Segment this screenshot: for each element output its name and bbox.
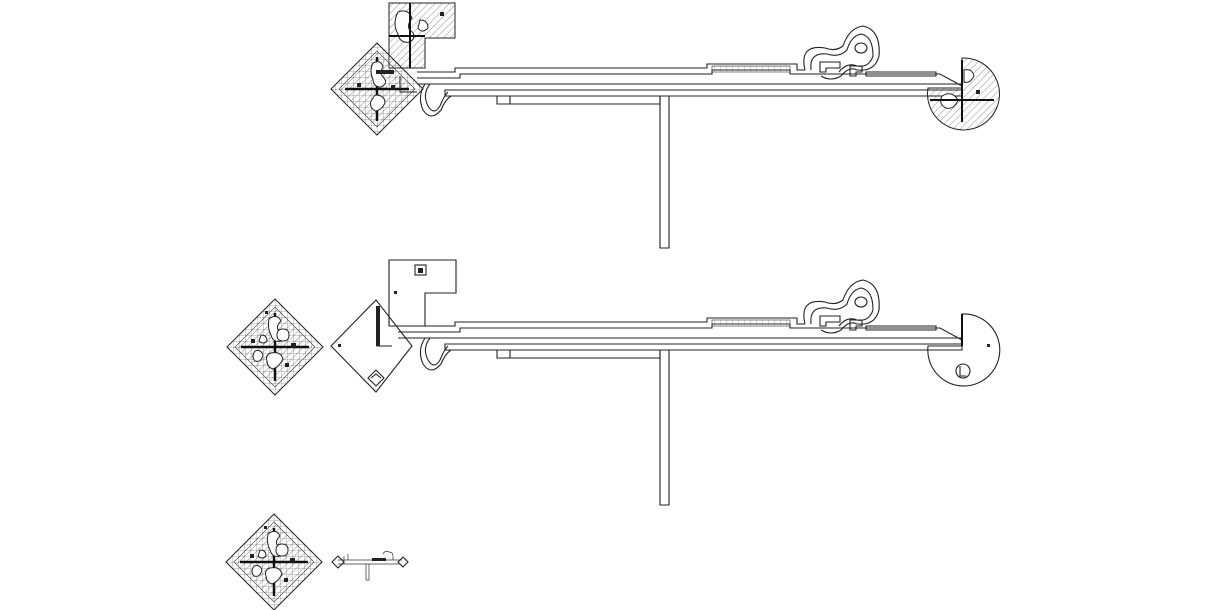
middle-plan-spine: [376, 279, 963, 506]
top-plan-round-garden: [927, 57, 1000, 131]
top-plan-spine: [376, 25, 963, 249]
bottom-plan-garden: [224, 512, 324, 610]
middle-plan-round-court: [927, 313, 1001, 387]
middle-plan-left-garden: [225, 297, 325, 397]
bottom-plan: [224, 512, 409, 610]
middle-plan-diamond-court: [330, 299, 413, 393]
top-plan-diamond-garden: [330, 42, 424, 136]
bottom-plan-key-diagram: [331, 550, 409, 581]
middle-plan-upper-court: [388, 259, 457, 327]
top-plan-upper-garden: [388, 2, 456, 69]
top-plan: [330, 2, 1000, 249]
middle-plan: [225, 259, 1001, 506]
